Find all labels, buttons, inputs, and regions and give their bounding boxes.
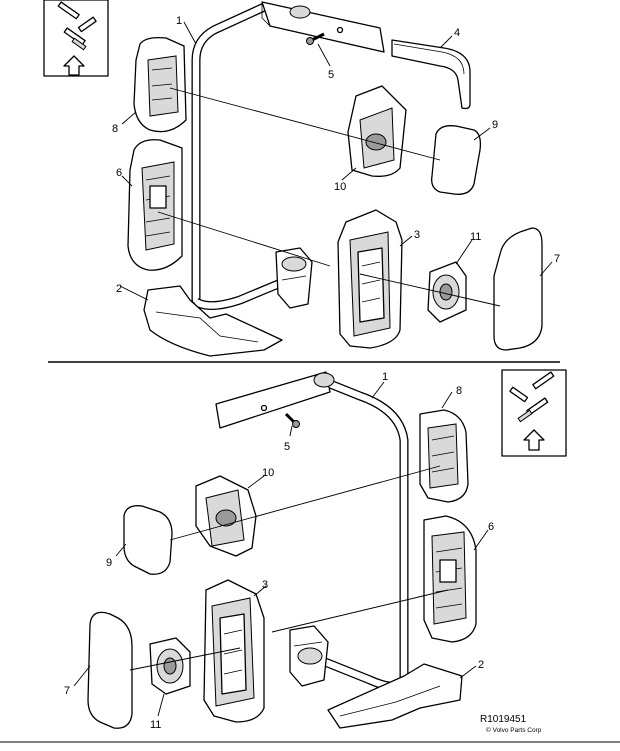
- copyright-notice: © Volvo Parts Corp: [486, 726, 542, 734]
- callout-2-bottom: 2: [478, 659, 484, 671]
- assembly-lines-bottom: [129, 465, 449, 671]
- part-6-housing-top: [127, 139, 183, 271]
- part-8-housing-top: [133, 36, 187, 133]
- orientation-thumbnail-top: [43, 0, 109, 77]
- callout-3-bottom: 3: [262, 579, 268, 591]
- callout-11-bottom: 11: [150, 719, 161, 731]
- callout-6-top: 6: [116, 167, 122, 179]
- callout-8-bottom: 8: [456, 385, 462, 397]
- part-7-mirror-glass-bottom: [87, 611, 133, 729]
- part-8-housing-bottom: [419, 409, 469, 503]
- callout-1-top: 1: [176, 15, 182, 27]
- callout-1-bottom: 1: [382, 371, 388, 383]
- callout-5-top: 5: [328, 69, 334, 81]
- callout-10-bottom: 10: [262, 467, 274, 479]
- part-10-mirror-head-top: [347, 85, 407, 177]
- callout-9-bottom: 9: [106, 557, 112, 569]
- top-assembly: 1 2 3 4 5 6 7 8 9 10 11: [43, 0, 560, 357]
- callout-9-top: 9: [492, 119, 498, 131]
- part-5-screw-top: [306, 32, 325, 45]
- callout-5-bottom: 5: [284, 441, 290, 453]
- callout-4-top: 4: [454, 27, 460, 39]
- part-11-motor-top: [427, 261, 467, 323]
- clamp-bracket-bottom: [289, 625, 329, 687]
- clamp-bracket-top: [275, 247, 313, 309]
- callout-7-bottom: 7: [64, 685, 70, 697]
- part-6-housing-bottom: [423, 515, 477, 643]
- callout-11-top: 11: [470, 231, 481, 243]
- callout-6-bottom: 6: [488, 521, 494, 533]
- reference-code: R1019451: [480, 714, 527, 725]
- part-3-mirror-head-top: [337, 209, 403, 349]
- part-9-mirror-glass-top: [431, 125, 482, 195]
- part-7-mirror-glass-top: [493, 227, 543, 351]
- part-10-mirror-head-bottom: [195, 475, 257, 557]
- part-9-mirror-glass-bottom: [123, 505, 173, 575]
- callout-10-top: 10: [334, 181, 346, 193]
- orientation-thumbnail-bottom: [501, 369, 567, 457]
- part-3-mirror-head-bottom: [203, 579, 265, 723]
- part-1-frame-tube-top: [191, 1, 385, 310]
- part-5-screw-bottom: [284, 412, 300, 428]
- part-11-motor-bottom: [149, 637, 191, 695]
- callout-7-top: 7: [554, 253, 560, 265]
- callout-leaders-top: [119, 21, 553, 301]
- callout-2-top: 2: [116, 283, 122, 295]
- assembly-lines-top: [157, 87, 501, 307]
- part-4-cover-top: [391, 39, 471, 110]
- callout-3-top: 3: [414, 229, 420, 241]
- bottom-assembly: 1 2 3 5 6 7 8 9 10 11 R1019451 © Volvo P…: [64, 369, 567, 734]
- up-arrow-icon: [523, 429, 545, 451]
- part-2-base-top: [143, 285, 283, 357]
- up-arrow-icon: [63, 55, 85, 76]
- callout-leaders-bottom: [73, 381, 489, 717]
- callout-8-top: 8: [112, 123, 118, 135]
- part-2-base-bottom: [327, 663, 463, 729]
